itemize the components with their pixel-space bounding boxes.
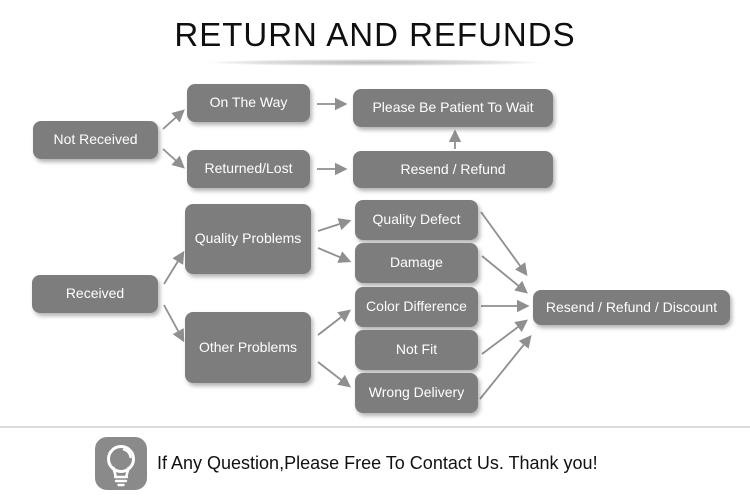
- flow-node-on-the-way: On The Way: [187, 84, 310, 122]
- flow-node-quality-problems: Quality Problems: [185, 204, 311, 274]
- flow-node-wrong-delivery: Wrong Delivery: [355, 373, 478, 413]
- light-bulb-icon: [95, 437, 147, 490]
- footer: If Any Question,Please Free To Contact U…: [95, 437, 598, 490]
- flow-node-please-wait: Please Be Patient To Wait: [353, 89, 553, 127]
- page-title: RETURN AND REFUNDS: [174, 16, 576, 53]
- title-divider: [158, 58, 592, 67]
- footer-message: If Any Question,Please Free To Contact U…: [157, 453, 598, 473]
- flow-node-resend-refund-discount: Resend / Refund / Discount: [533, 290, 730, 325]
- footer-divider: [0, 426, 750, 428]
- flow-node-resend-refund: Resend / Refund: [353, 151, 553, 188]
- flow-node-quality-defect: Quality Defect: [355, 200, 478, 240]
- flow-node-damage: Damage: [355, 243, 478, 283]
- flow-node-returned-lost: Returned/Lost: [187, 150, 310, 188]
- flow-node-other-problems: Other Problems: [185, 312, 311, 383]
- flow-node-not-fit: Not Fit: [355, 330, 478, 370]
- flow-node-received: Received: [32, 275, 158, 313]
- flow-node-color-difference: Color Difference: [355, 287, 478, 327]
- flow-node-not-received: Not Received: [33, 121, 158, 159]
